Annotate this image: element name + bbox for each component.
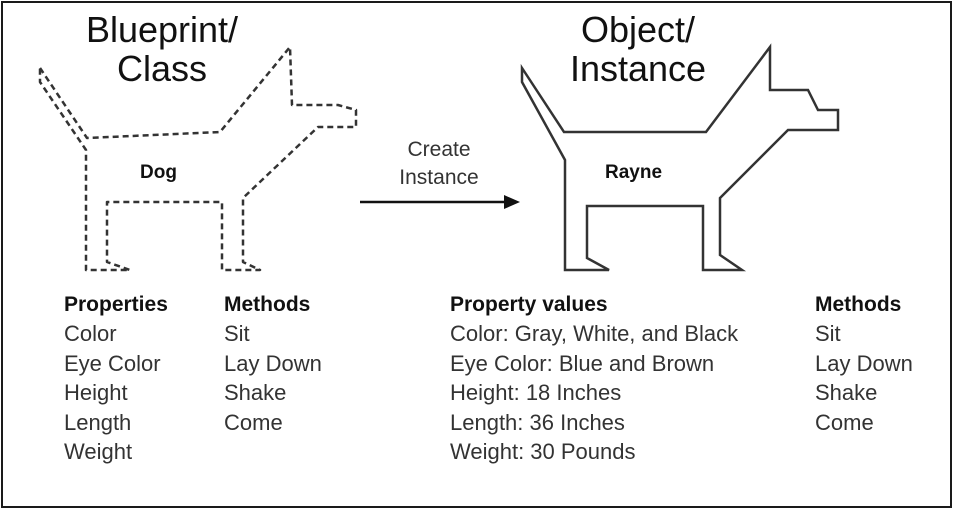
- create-instance-label: Create Instance: [380, 136, 498, 192]
- heading-line: Blueprint/: [85, 9, 239, 50]
- list-item: Length: 36 Inches: [450, 409, 625, 435]
- list-item: Come: [815, 409, 874, 435]
- arrow-label-line: Create: [407, 138, 471, 161]
- list-item: Eye Color: [64, 350, 161, 376]
- class-dog-label: Dog: [140, 162, 177, 183]
- arrow-label-line: Instance: [399, 166, 479, 189]
- list-item: Sit: [815, 321, 841, 347]
- blueprint-class-heading: Blueprint/ Class: [64, 10, 260, 88]
- list-item: Color: Gray, White, and Black: [450, 321, 739, 347]
- class-methods-list: Methods Sit Lay Down Shake Come: [224, 290, 322, 437]
- list-item: Eye Color: Blue and Brown: [450, 350, 715, 376]
- list-item: Sit: [224, 321, 250, 347]
- list-item: Weight: [64, 439, 133, 465]
- instance-property-values-list: Property values Color: Gray, White, and …: [450, 290, 738, 466]
- heading-line: Object/: [580, 9, 696, 50]
- instance-methods-list: Methods Sit Lay Down Shake Come: [815, 290, 913, 437]
- list-item: Lay Down: [815, 350, 913, 376]
- instance-methods-title: Methods: [815, 293, 902, 316]
- list-item: Height: 18 Inches: [450, 380, 622, 406]
- list-item: Come: [224, 409, 283, 435]
- list-item: Shake: [815, 380, 878, 406]
- create-instance-arrowhead: [504, 195, 520, 209]
- instance-property-values-title: Property values: [450, 293, 608, 316]
- instance-dog-label: Rayne: [605, 162, 663, 183]
- class-methods-title: Methods: [224, 293, 311, 316]
- object-instance-heading: Object/ Instance: [546, 10, 730, 88]
- list-item: Lay Down: [224, 350, 322, 376]
- instance-dog-outline: [520, 43, 840, 272]
- heading-line: Instance: [569, 48, 707, 89]
- list-item: Height: [64, 380, 128, 406]
- list-item: Shake: [224, 380, 287, 406]
- class-dog-outline: [38, 45, 358, 272]
- list-item: Length: [64, 409, 132, 435]
- class-properties-list: Properties Color Eye Color Height Length…: [64, 290, 168, 466]
- heading-line: Class: [116, 48, 208, 89]
- list-item: Color: [64, 321, 117, 347]
- list-item: Weight: 30 Pounds: [450, 439, 636, 465]
- class-properties-title: Properties: [64, 293, 168, 316]
